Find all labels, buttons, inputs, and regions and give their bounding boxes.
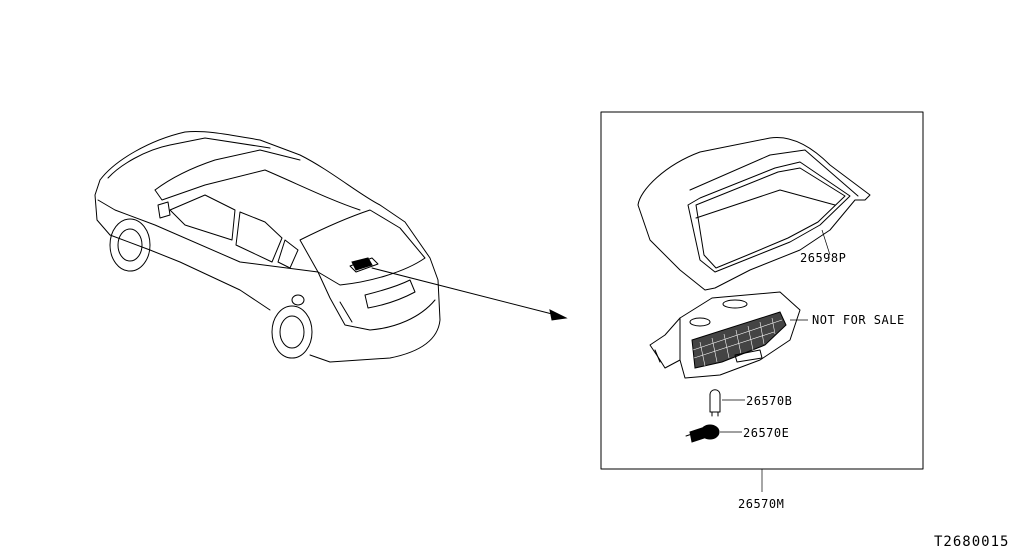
socket-drawing (685, 424, 720, 443)
pointer-arrow (371, 267, 568, 321)
lamp-assembly-drawing (649, 291, 801, 379)
assembly-box (600, 111, 924, 470)
car-illustration (94, 131, 441, 363)
housing-finisher-drawing (637, 136, 871, 291)
part-label-housing: 26598P (800, 251, 846, 265)
part-label-lamp-assy: NOT FOR SALE (812, 313, 905, 327)
part-label-socket: 26570E (743, 426, 789, 440)
diagram-code: T2680015 (934, 534, 1009, 550)
bulb-drawing (709, 389, 721, 417)
part-label-bulb: 26570B (746, 394, 792, 408)
part-label-assembly: 26570M (738, 497, 784, 511)
